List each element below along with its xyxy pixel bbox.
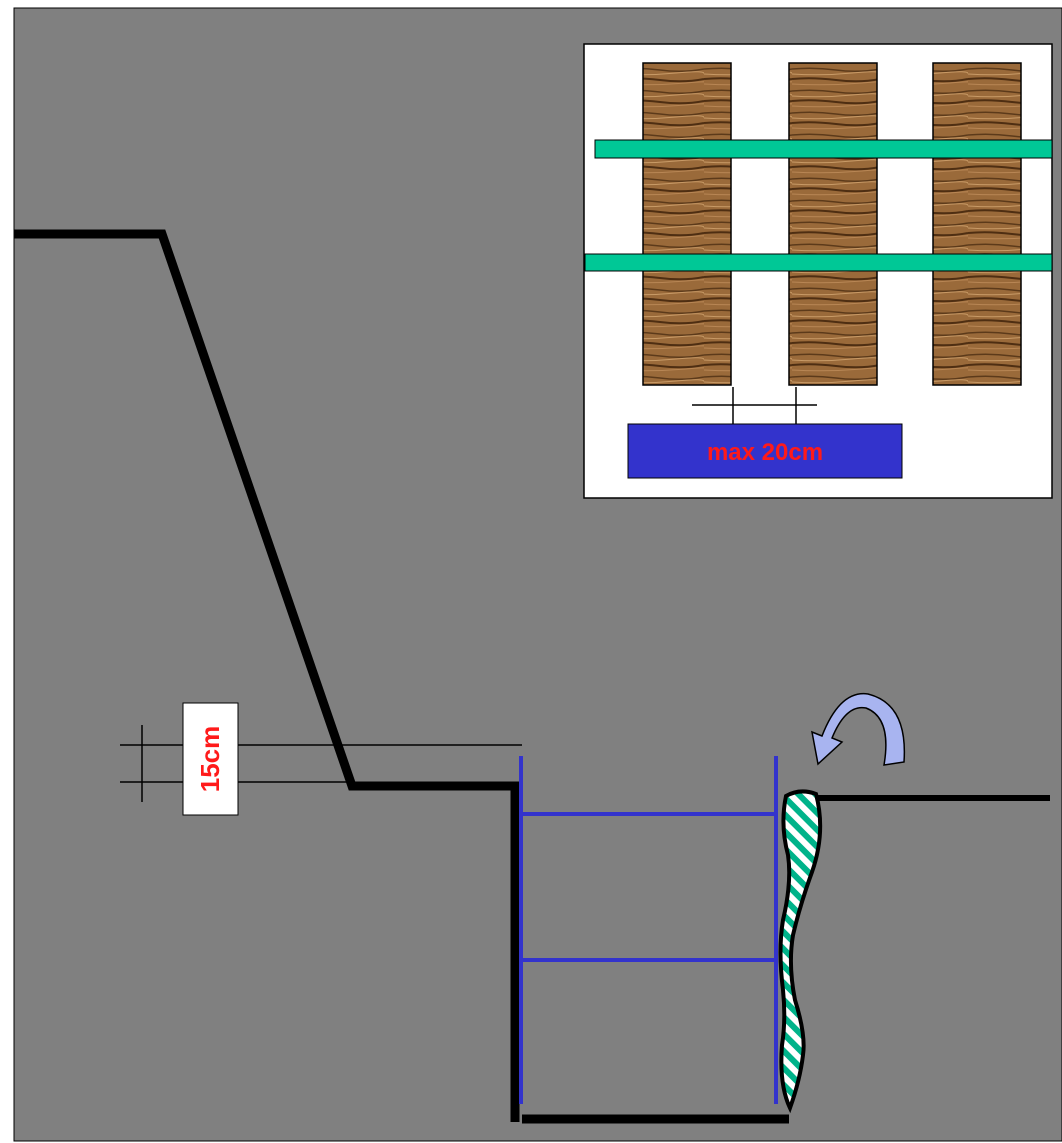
spacing-label-box <box>627 423 903 479</box>
wood-plank-icon <box>642 62 732 386</box>
shoring-frame <box>519 756 778 1104</box>
max-spacing-label: max 20cm <box>707 439 823 466</box>
step-label-box <box>182 702 239 816</box>
cross-rail <box>584 253 1053 272</box>
soil-wedge <box>778 789 823 1114</box>
wood-plank-icon <box>788 62 878 386</box>
step-height-label: 15cm <box>195 726 225 793</box>
ground-profile-line <box>14 229 520 1122</box>
cross-rail <box>594 139 1053 159</box>
plan-view-inset: max 20cm <box>583 43 1053 499</box>
spacing-dimension <box>692 387 817 424</box>
wood-plank-icon <box>932 62 1022 386</box>
curved-arrow-icon <box>811 692 906 766</box>
